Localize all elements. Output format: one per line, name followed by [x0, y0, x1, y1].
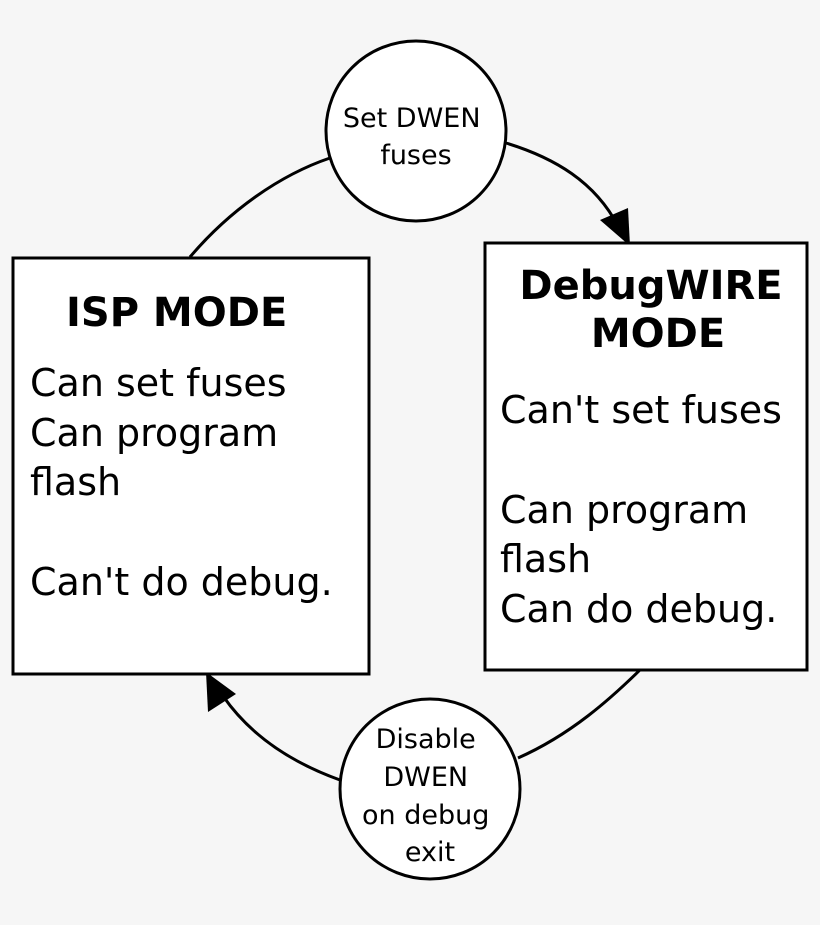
debugwire-mode-line: Can't set fuses: [500, 388, 782, 432]
disable-dwen-line: Disable: [376, 724, 476, 755]
isp-mode-title: ISP MODE: [66, 290, 287, 336]
isp-mode-line: Can't do debug.: [30, 560, 333, 604]
isp-mode-line: flash: [30, 460, 121, 504]
connector-isp-to-set-dwen: [188, 156, 331, 258]
debugwire-mode-title-line: DebugWIRE: [519, 263, 782, 309]
set-dwen-fuses-node: Set DWEN fuses: [324, 39, 508, 223]
set-dwen-fuses-label: Set DWEN fuses: [343, 103, 489, 171]
arrow-disable-dwen-to-isp: [221, 695, 341, 782]
isp-mode-line: Can program: [30, 411, 278, 455]
isp-mode-capabilities: Can set fuses Can program flash Can't do…: [30, 361, 333, 604]
disable-dwen-line: on debug: [362, 800, 489, 831]
debugwire-mode-line: flash: [500, 537, 591, 581]
disable-dwen-label: Disable DWEN on debug exit: [362, 724, 498, 868]
isp-mode-title-line: ISP MODE: [66, 290, 287, 336]
debugwire-mode-title: DebugWIRE MODE: [519, 263, 796, 357]
disable-dwen-node: Disable DWEN on debug exit: [338, 697, 522, 881]
arrowhead-up-icon: [206, 672, 236, 712]
arrowhead-down-icon: [600, 208, 630, 246]
set-dwen-line: Set DWEN: [343, 103, 481, 134]
isp-mode-line: Can set fuses: [30, 361, 287, 405]
set-dwen-line: fuses: [380, 140, 451, 171]
debugwire-mode-box: DebugWIRE MODE Can't set fuses Can progr…: [483, 241, 809, 672]
disable-dwen-line: exit: [405, 837, 455, 868]
isp-mode-box: ISP MODE Can set fuses Can program flash…: [11, 256, 371, 676]
connector-debugwire-to-disable-dwen: [517, 661, 649, 760]
debugwire-mode-line: Can do debug.: [500, 587, 777, 631]
debugwire-mode-capabilities: Can't set fuses Can program flash Can do…: [500, 388, 794, 631]
disable-dwen-line: DWEN: [383, 762, 468, 793]
debugwire-mode-line: Can program: [500, 488, 748, 532]
arrow-set-dwen-to-debugwire: [505, 141, 620, 227]
debugwire-mode-title-line: MODE: [591, 311, 725, 357]
